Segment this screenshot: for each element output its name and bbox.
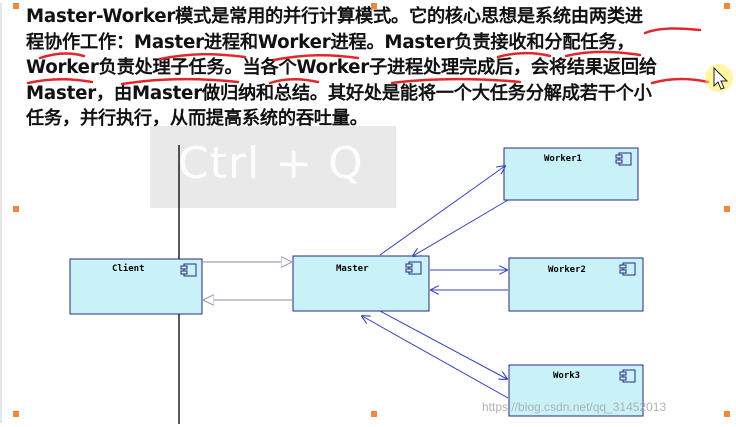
worker3-label: Work3 <box>553 371 581 381</box>
underline-handle-subtask <box>120 77 240 86</box>
master-to-worker1-arrow <box>379 166 505 256</box>
description-text: Master-Worker模式是常用的并行计算模式。它的核心思想是系统由两类进 … <box>26 4 726 132</box>
underline-worker <box>26 77 94 85</box>
shortcut-watermark <box>150 126 396 208</box>
client-node[interactable] <box>69 258 203 315</box>
worker3-to-master-arrow <box>362 316 509 399</box>
selection-handle[interactable] <box>13 3 19 9</box>
underline-subprocess <box>390 77 522 85</box>
shortcut-watermark-text: Ctrl + Q <box>178 138 364 189</box>
description-line-2: 程协作工作：Master进程和Worker进程。Master负责接收和分配任务， <box>26 31 635 53</box>
underline-receive <box>496 51 552 59</box>
selection-handle[interactable] <box>371 3 377 9</box>
underline-return <box>650 77 710 85</box>
selection-handle[interactable] <box>724 411 730 417</box>
selection-handle[interactable] <box>13 206 19 212</box>
component-icon <box>615 152 632 166</box>
component-icon <box>405 261 422 275</box>
underline-two-types <box>643 27 702 35</box>
description-line-5: 任务，并行执行，从而提高系统的吞吐量。 <box>26 108 368 129</box>
component-icon <box>180 263 197 277</box>
blog-url-watermark: https://blog.csdn.net/qq_31452013 <box>482 400 667 414</box>
description-line-4: Master，由Master做归纳和总结。其好处是能将一个大任务分解成若干个小 <box>26 82 652 104</box>
underline-cooperation <box>38 52 86 60</box>
worker1-label: Worker1 <box>544 154 582 164</box>
underline-worker-process <box>272 53 360 62</box>
underline-each <box>268 77 320 85</box>
component-icon <box>619 262 636 276</box>
worker2-label: Worker2 <box>548 265 586 275</box>
description-line-1: Master-Worker模式是常用的并行计算模式。它的核心思想是系统由两类进 <box>26 6 643 27</box>
underline-distribute <box>564 50 642 58</box>
selection-handle[interactable] <box>13 411 19 417</box>
client-label: Client <box>112 264 145 274</box>
component-icon <box>619 369 636 383</box>
master-label: Master <box>336 264 369 274</box>
master-to-worker3-arrow <box>379 310 507 379</box>
selection-handle[interactable] <box>371 411 377 417</box>
underline-master-process <box>158 52 247 61</box>
description-line-3: Worker负责处理子任务。当各个Worker子进程处理完成后，会将结果返回给 <box>26 57 657 78</box>
slide-left-edge <box>0 3 2 423</box>
selection-handle[interactable] <box>724 206 730 212</box>
worker1-to-master-arrow <box>413 199 509 256</box>
mouse-pointer-icon <box>713 66 729 90</box>
selection-handle[interactable] <box>724 3 730 9</box>
